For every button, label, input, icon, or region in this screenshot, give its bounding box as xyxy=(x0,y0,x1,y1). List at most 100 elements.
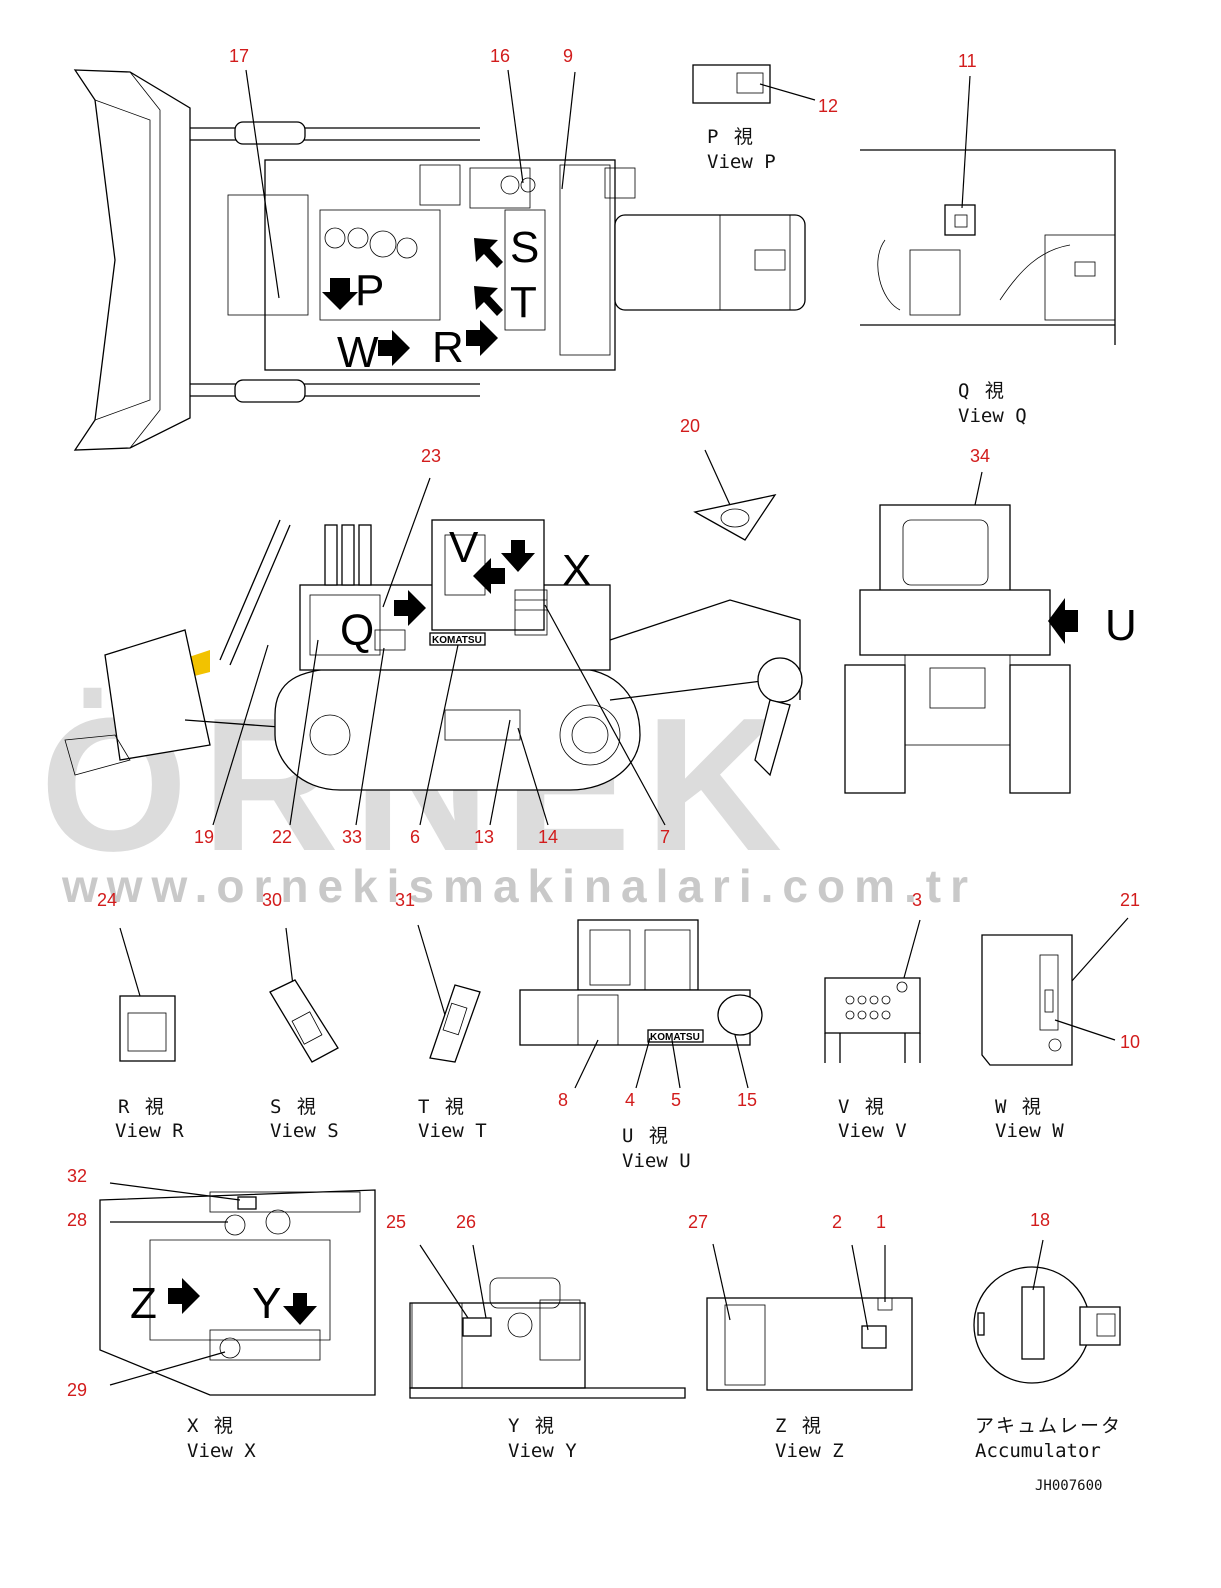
view-letter-P: P xyxy=(355,266,384,315)
view-letter-W: W xyxy=(337,328,379,377)
rear-track-left xyxy=(844,664,906,794)
view-T-part xyxy=(429,984,481,1063)
plan-blade xyxy=(73,69,191,451)
view-U-body xyxy=(519,989,751,1046)
view-letter-Z: Z xyxy=(130,1279,157,1328)
view-P-caption-jp: P 視 xyxy=(707,126,755,148)
callout-25: 25 xyxy=(386,1212,406,1232)
callout-17: 17 xyxy=(229,46,249,66)
view-V-caption-jp: V 視 xyxy=(838,1096,886,1118)
view-Y-body xyxy=(409,1302,586,1389)
callout-16: 16 xyxy=(490,46,510,66)
view-letter-X: X xyxy=(562,546,591,595)
callout-15: 15 xyxy=(737,1090,757,1110)
view-V-caption-en: View V xyxy=(838,1120,907,1142)
side-track xyxy=(274,667,641,791)
accumulator-caption-jp: アキュムレータ xyxy=(975,1415,1122,1437)
callout-7: 7 xyxy=(660,827,670,847)
callout-5: 5 xyxy=(671,1090,681,1110)
view-Q-decal xyxy=(944,204,976,236)
arrow-left-icon xyxy=(1048,598,1078,644)
view-letter-R: R xyxy=(432,323,464,372)
view-Y-caption-en: View Y xyxy=(508,1440,577,1462)
view-W-panel xyxy=(981,934,1073,1066)
view-P-group: 12 P 視 View P xyxy=(692,64,838,173)
view-W-caption-jp: W 視 xyxy=(995,1096,1043,1118)
view-Z-group: 27 2 1 Z 視 View Z xyxy=(688,1212,913,1462)
part-20-group: 20 xyxy=(680,416,777,541)
callout-2: 2 xyxy=(832,1212,842,1232)
plan-ripper xyxy=(614,214,806,311)
callout-32: 32 xyxy=(67,1166,87,1186)
callout-24: 24 xyxy=(97,890,117,910)
view-Z-caption-jp: Z 視 xyxy=(775,1415,823,1437)
callout-20: 20 xyxy=(680,416,700,436)
callout-33: 33 xyxy=(342,827,362,847)
view-letter-Y: Y xyxy=(252,1279,281,1328)
callout-34: 34 xyxy=(970,446,990,466)
view-X-caption-jp: X 視 xyxy=(187,1415,235,1437)
arrow-down-icon xyxy=(501,540,535,572)
callout-30: 30 xyxy=(262,890,282,910)
arrow-left-icon xyxy=(473,558,505,594)
view-X-caption-en: View X xyxy=(187,1440,256,1462)
top-plan-view: P S T W R 17 16 9 xyxy=(73,46,806,451)
callout-1: 1 xyxy=(876,1212,886,1232)
callout-14: 14 xyxy=(538,827,558,847)
rear-body xyxy=(859,589,1051,656)
view-P-caption-en: View P xyxy=(707,151,776,173)
rear-view-U: 34 U xyxy=(844,446,1137,794)
part-20-shape xyxy=(693,494,777,541)
view-letter-T: T xyxy=(510,278,537,327)
view-S-caption-jp: S 視 xyxy=(270,1096,318,1118)
watermark-url: www.ornekismakinalari.com.tr xyxy=(61,860,977,912)
arrow-up-left-icon xyxy=(474,286,503,316)
callout-29: 29 xyxy=(67,1380,87,1400)
view-U-caption-jp: U 視 xyxy=(622,1125,670,1147)
arrow-down-icon xyxy=(322,278,358,310)
accumulator-group: 18 アキュムレータ Accumulator xyxy=(973,1210,1122,1462)
callout-10: 10 xyxy=(1120,1032,1140,1052)
view-V-group: 3 V 視 View V xyxy=(824,890,922,1142)
accumulator-caption-en: Accumulator xyxy=(975,1440,1101,1462)
view-V-panel xyxy=(824,977,921,1034)
view-Q-caption-en: View Q xyxy=(958,405,1027,427)
view-T-caption-en: View T xyxy=(418,1120,487,1142)
view-U-caption-en: View U xyxy=(622,1150,691,1172)
callout-28: 28 xyxy=(67,1210,87,1230)
view-T-caption-jp: T 視 xyxy=(418,1096,466,1118)
view-Q-group: 11 Q 視 View Q xyxy=(860,51,1116,427)
view-Z-caption-en: View Z xyxy=(775,1440,844,1462)
arrow-right-icon xyxy=(466,320,498,356)
brand-plate-U: KOMATSU xyxy=(650,1032,700,1043)
view-U-cab xyxy=(577,919,699,991)
callout-6: 6 xyxy=(410,827,420,847)
callout-12: 12 xyxy=(818,96,838,116)
callout-31: 31 xyxy=(395,890,415,910)
arrow-up-left-icon xyxy=(474,238,503,268)
view-S-part xyxy=(269,979,339,1063)
arrow-right-icon xyxy=(394,590,426,626)
arrow-right-icon xyxy=(378,330,410,366)
callout-8: 8 xyxy=(558,1090,568,1110)
view-T-group: 31 T 視 View T xyxy=(395,890,487,1142)
callout-19: 19 xyxy=(194,827,214,847)
arrow-right-icon xyxy=(168,1278,200,1314)
callout-9: 9 xyxy=(563,46,573,66)
arrow-down-icon xyxy=(283,1293,317,1325)
view-Q-caption-jp: Q 視 xyxy=(958,380,1006,402)
view-R-caption-jp: R 視 xyxy=(118,1096,166,1118)
view-Y-caption-jp: Y 視 xyxy=(508,1415,556,1437)
callout-23: 23 xyxy=(421,446,441,466)
rear-cab xyxy=(879,504,1011,594)
view-W-caption-en: View W xyxy=(995,1120,1064,1142)
view-X-group: Z Y 32 28 29 X 視 View X xyxy=(67,1166,376,1462)
view-letter-U: U xyxy=(1105,601,1137,650)
callout-18: 18 xyxy=(1030,1210,1050,1230)
callout-21: 21 xyxy=(1120,890,1140,910)
side-blade xyxy=(104,629,211,761)
callout-11: 11 xyxy=(958,51,977,71)
view-R-caption-en: View R xyxy=(115,1120,184,1142)
